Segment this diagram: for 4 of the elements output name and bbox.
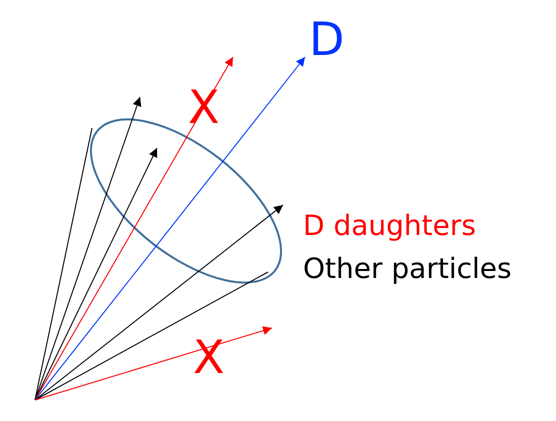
particle-label: D bbox=[309, 16, 344, 62]
particle-label: X bbox=[193, 334, 225, 380]
legend-text: Other particles bbox=[303, 255, 512, 283]
legend-text: D daughters bbox=[303, 212, 476, 240]
